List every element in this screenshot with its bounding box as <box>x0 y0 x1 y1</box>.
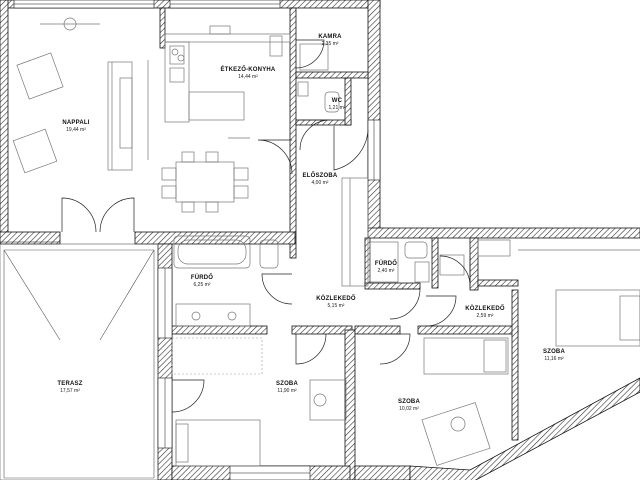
label-szoba3-name: SZOBA <box>543 349 565 355</box>
living-room-furniture <box>12 17 149 174</box>
room-2-furniture <box>421 337 509 466</box>
label-etkezo-area: 14,44 m² <box>238 74 258 80</box>
label-wc-name: WC <box>332 98 343 104</box>
doors <box>61 39 471 413</box>
label-kozlekedo1-area: 5,15 m² <box>328 303 345 309</box>
label-kozlekedo1-name: KÖZLEKEDŐ <box>316 295 356 302</box>
label-terasz-name: TERASZ <box>57 381 82 387</box>
room-3-furniture <box>518 249 640 347</box>
windows <box>0 0 381 480</box>
label-wc-area: 1,21 m² <box>329 105 346 111</box>
pantry-and-wc <box>297 43 340 113</box>
label-kozlekedo2-name: KÖZLEKEDŐ <box>465 305 505 312</box>
label-kamra-name: KAMRA <box>318 34 342 40</box>
label-etkezo-name: ÉTKEZŐ-KONYHA <box>221 65 276 73</box>
label-furdo1-name: FÜRDŐ <box>191 274 213 281</box>
room-1-furniture <box>171 337 347 467</box>
label-kamra-area: 2,35 m² <box>322 41 339 47</box>
label-furdo2-area: 2,40 m² <box>378 268 395 274</box>
label-terasz-area: 17,57 m² <box>60 388 80 394</box>
label-nappali-name: NAPPALI <box>62 120 89 126</box>
label-furdo2-name: FÜRDŐ <box>375 260 397 267</box>
label-szoba3-area: 11,16 m² <box>544 356 564 362</box>
label-szoba2-area: 10,02 m² <box>399 406 419 412</box>
room-labels: NAPPALI 19,44 m² ÉTKEZŐ-KONYHA 14,44 m² … <box>57 34 565 412</box>
label-szoba1-name: SZOBA <box>276 381 298 387</box>
terrace-area <box>3 249 155 479</box>
label-furdo1-area: 6,25 m² <box>194 282 211 288</box>
kitchen-furniture <box>161 25 291 213</box>
bathroom-1-fixtures <box>173 235 279 327</box>
label-eloszoba-name: ELŐSZOBA <box>303 172 338 179</box>
hall-furniture <box>341 177 369 287</box>
bathroom-2-fixtures <box>369 239 511 283</box>
label-szoba1-area: 11,90 m² <box>277 388 297 394</box>
label-eloszoba-area: 4,00 m² <box>312 180 329 186</box>
label-nappali-area: 19,44 m² <box>66 127 86 133</box>
label-szoba2-name: SZOBA <box>398 399 420 405</box>
label-kozlekedo2-area: 2,59 m² <box>477 313 494 319</box>
